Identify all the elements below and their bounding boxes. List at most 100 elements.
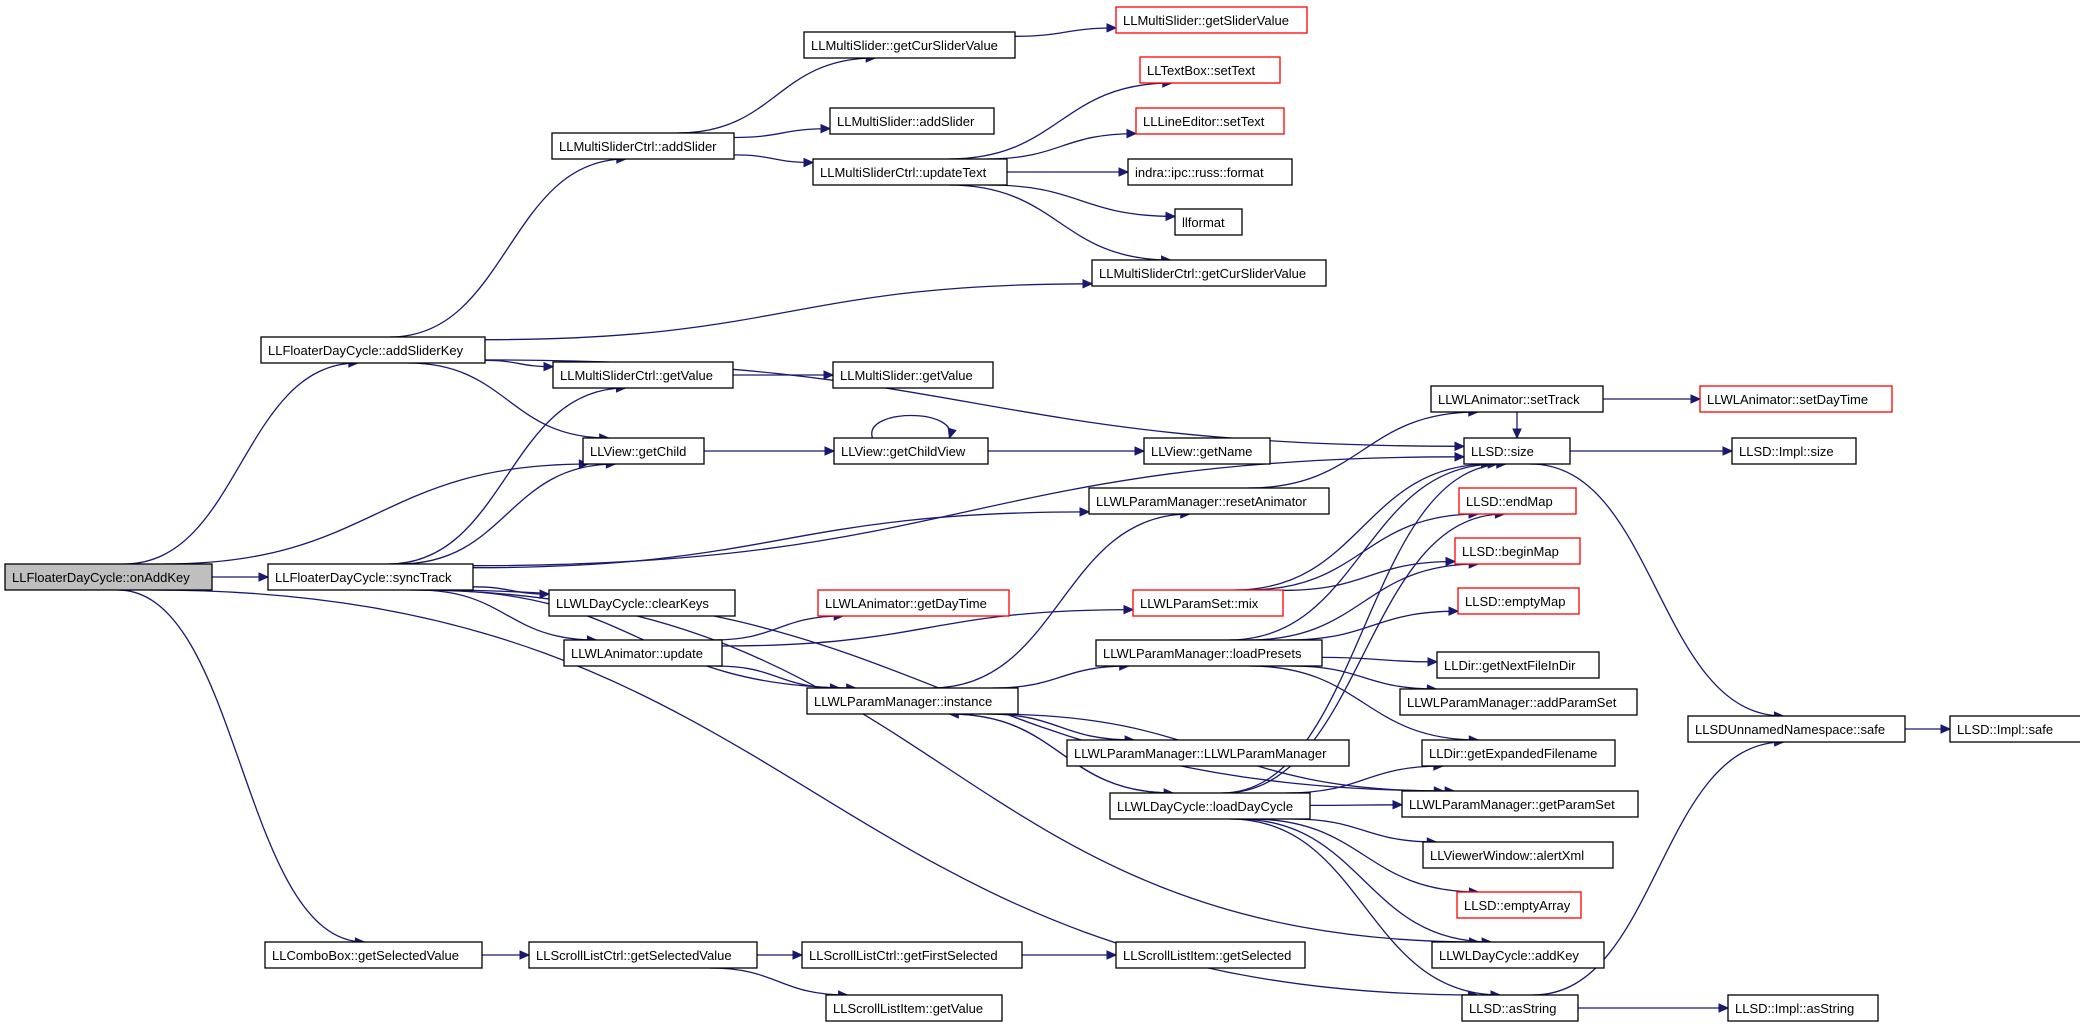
edge-line bbox=[1309, 804, 1403, 807]
node-llwldaycycle-addkey[interactable]: LLWLDayCycle::addKey bbox=[1431, 941, 1605, 969]
node-label: LLSD::size bbox=[1471, 444, 1534, 459]
node-label: LLView::getName bbox=[1151, 444, 1252, 459]
edge-line bbox=[992, 665, 1129, 689]
edge-syncTrack-to-sdSize bbox=[472, 452, 1466, 567]
node-llmultislider-getvalue[interactable]: LLMultiSlider::getValue bbox=[832, 361, 994, 389]
node-llview-getchildview[interactable]: LLView::getChildView bbox=[833, 437, 989, 465]
edge-getChild-to-getChildView bbox=[703, 446, 836, 456]
node-llscrolllistctrl-getselectedvalue[interactable]: LLScrollListCtrl::getSelectedValue bbox=[528, 941, 758, 969]
node-lltextbox-settext[interactable]: LLTextBox::setText bbox=[1139, 56, 1281, 84]
edge-line bbox=[948, 184, 1171, 261]
node-box bbox=[1454, 537, 1581, 565]
node-llmultisliderctrl-getvalue[interactable]: LLMultiSliderCtrl::getValue bbox=[552, 361, 734, 389]
node-box bbox=[1421, 739, 1616, 767]
node-llsd-size[interactable]: LLSD::size bbox=[1463, 437, 1571, 465]
node-label: LLScrollListCtrl::getSelectedValue bbox=[536, 948, 732, 963]
node-lllineeditor-settext[interactable]: LLLineEditor::setText bbox=[1135, 107, 1285, 135]
node-llwlanimator-update[interactable]: LLWLAnimator::update bbox=[563, 639, 723, 667]
node-llmultisliderctrl-updatetext[interactable]: LLMultiSliderCtrl::updateText bbox=[812, 158, 1008, 186]
node-box bbox=[4, 563, 213, 591]
edge-loadDayCycle-to-alertXml bbox=[1291, 818, 1438, 847]
node-label: LLDir::getExpandedFilename bbox=[1429, 746, 1597, 761]
edge-line bbox=[721, 608, 1134, 647]
node-label: LLSD::emptyMap bbox=[1465, 594, 1565, 609]
node-llwlparamset-mix[interactable]: LLWLParamSet::mix bbox=[1132, 589, 1284, 617]
node-llscrolllistitem-getselected[interactable]: LLScrollListItem::getSelected bbox=[1115, 941, 1306, 969]
edge-line bbox=[1248, 563, 1479, 641]
edge-arrowhead bbox=[1123, 604, 1135, 615]
node-llmultislider-addslider[interactable]: LLMultiSlider::addSlider bbox=[829, 107, 995, 135]
node-llmultisliderctrl-addslider[interactable]: LLMultiSliderCtrl::addSlider bbox=[551, 132, 735, 160]
node-llsd-emptymap[interactable]: LLSD::emptyMap bbox=[1457, 587, 1580, 615]
node-lldir-getexpandedfilename[interactable]: LLDir::getExpandedFilename bbox=[1421, 739, 1616, 767]
node-llsd-impl-safe[interactable]: LLSD::Impl::safe bbox=[1949, 715, 2080, 743]
node-llsd-endmap[interactable]: LLSD::endMap bbox=[1458, 487, 1577, 515]
node-llsd-impl-asstring[interactable]: LLSD::Impl::asString bbox=[1727, 994, 1879, 1022]
node-llwlparammanager-resetanimator[interactable]: LLWLParamManager::resetAnimator bbox=[1088, 487, 1330, 515]
node-label: LLMultiSlider::getSliderValue bbox=[1123, 13, 1289, 28]
node-llcombobox-getselectedvalue[interactable]: LLComboBox::getSelectedValue bbox=[264, 941, 483, 969]
node-llmultislider-getslidervalue[interactable]: LLMultiSlider::getSliderValue bbox=[1115, 6, 1308, 34]
node-llsd-asstring[interactable]: LLSD::asString bbox=[1461, 994, 1579, 1022]
node-llfloaterdaycycle-synctrack[interactable]: LLFloaterDayCycle::syncTrack bbox=[267, 563, 474, 591]
edge-line bbox=[1291, 665, 1437, 690]
node-llwlparammanager-llwlparammanager[interactable]: LLWLParamManager::LLWLParamManager bbox=[1066, 739, 1350, 767]
edge-arrowhead bbox=[1722, 446, 1734, 456]
node-box bbox=[552, 361, 734, 389]
node-llwlparammanager-getparamset[interactable]: LLWLParamManager::getParamSet bbox=[1401, 790, 1639, 818]
node-llfloaterdaycycle-onaddkey[interactable]: LLFloaterDayCycle::onAddKey bbox=[4, 563, 213, 591]
edge-arrowhead bbox=[543, 361, 555, 372]
node-llview-getchild[interactable]: LLView::getChild bbox=[582, 437, 705, 465]
node-label: LLWLDayCycle::loadDayCycle bbox=[1117, 799, 1293, 814]
node-llsdunnamednamespace-safe[interactable]: LLSDUnnamedNamespace::safe bbox=[1687, 715, 1906, 743]
edge-line bbox=[1223, 513, 1505, 794]
node-llwldaycycle-loaddaycycle[interactable]: LLWLDayCycle::loadDayCycle bbox=[1109, 792, 1311, 820]
node-label: LLWLDayCycle::clearKeys bbox=[556, 596, 709, 611]
node-llview-getname[interactable]: LLView::getName bbox=[1143, 437, 1271, 465]
edge-line bbox=[484, 359, 554, 368]
edge-arrowhead bbox=[1165, 211, 1177, 222]
node-llfloaterdaycycle-addsliderkey[interactable]: LLFloaterDayCycle::addSliderKey bbox=[260, 336, 486, 364]
node-label: LLFloaterDayCycle::syncTrack bbox=[275, 570, 452, 585]
edge-sclGetSel-to-getFirstSel bbox=[757, 950, 804, 960]
node-llwldaycycle-clearkeys[interactable]: LLWLDayCycle::clearKeys bbox=[548, 589, 736, 617]
node-llwlparammanager-addparamset[interactable]: LLWLParamManager::addParamSet bbox=[1399, 688, 1638, 716]
node-box bbox=[817, 589, 1010, 617]
node-label: LLView::getChildView bbox=[841, 444, 966, 459]
edge-arrowhead bbox=[258, 572, 270, 582]
edge-line bbox=[713, 615, 844, 641]
node-llmultislider-getcurslidervalue[interactable]: LLMultiSlider::getCurSliderValue bbox=[803, 31, 1016, 59]
node-llwlanimator-settrack[interactable]: LLWLAnimator::setTrack bbox=[1430, 385, 1604, 413]
node-llmultisliderctrl-getcurslidervalue[interactable]: LLMultiSliderCtrl::getCurSliderValue bbox=[1091, 259, 1327, 287]
node-indra-ipc-russ-format[interactable]: indra::ipc::russ::format bbox=[1127, 158, 1293, 186]
node-lldir-getnextfileindir[interactable]: LLDir::getNextFileInDir bbox=[1436, 651, 1600, 679]
node-llscrolllistitem-getvalue[interactable]: LLScrollListItem::getValue bbox=[825, 994, 1003, 1022]
node-llformat[interactable]: llformat bbox=[1174, 208, 1243, 236]
node-label: LLWLAnimator::update bbox=[571, 646, 703, 661]
node-label: LLWLDayCycle::addKey bbox=[1439, 948, 1579, 963]
edge-arrowhead bbox=[1940, 724, 1952, 734]
node-llviewerwindow-alertxml[interactable]: LLViewerWindow::alertXml bbox=[1422, 841, 1614, 869]
edge-mscGetValue-to-msGetValue bbox=[733, 370, 835, 380]
node-llwlanimator-setdaytime[interactable]: LLWLAnimator::setDayTime bbox=[1699, 385, 1893, 413]
node-label: LLScrollListCtrl::getFirstSelected bbox=[809, 948, 998, 963]
node-box bbox=[801, 941, 1023, 969]
node-label: LLMultiSlider::addSlider bbox=[837, 114, 975, 129]
node-llscrolllistctrl-getfirstselected[interactable]: LLScrollListCtrl::getFirstSelected bbox=[801, 941, 1023, 969]
node-label: LLSD::emptyArray bbox=[1464, 898, 1571, 913]
node-label: LLWLParamManager::getParamSet bbox=[1409, 797, 1615, 812]
edge-line bbox=[1229, 818, 1501, 996]
node-label: LLSD::Impl::asString bbox=[1735, 1001, 1854, 1016]
node-llwlanimator-getdaytime[interactable]: LLWLAnimator::getDayTime bbox=[817, 589, 1010, 617]
node-llsd-beginmap[interactable]: LLSD::beginMap bbox=[1454, 537, 1581, 565]
node-label: LLScrollListItem::getSelected bbox=[1123, 948, 1291, 963]
node-llwlparammanager-loadpresets[interactable]: LLWLParamManager::loadPresets bbox=[1095, 639, 1323, 667]
node-label: LLSDUnnamedNamespace::safe bbox=[1695, 722, 1885, 737]
node-box bbox=[1066, 739, 1350, 767]
node-llwlparammanager-instance[interactable]: LLWLParamManager::instance bbox=[806, 687, 1019, 715]
edge-line bbox=[1221, 463, 1506, 794]
node-box bbox=[1456, 891, 1582, 919]
node-llsd-emptyarray[interactable]: LLSD::emptyArray bbox=[1456, 891, 1582, 919]
edge-mscAddSlider-to-msAddSlider bbox=[733, 123, 832, 139]
node-llsd-impl-size[interactable]: LLSD::Impl::size bbox=[1731, 437, 1857, 465]
